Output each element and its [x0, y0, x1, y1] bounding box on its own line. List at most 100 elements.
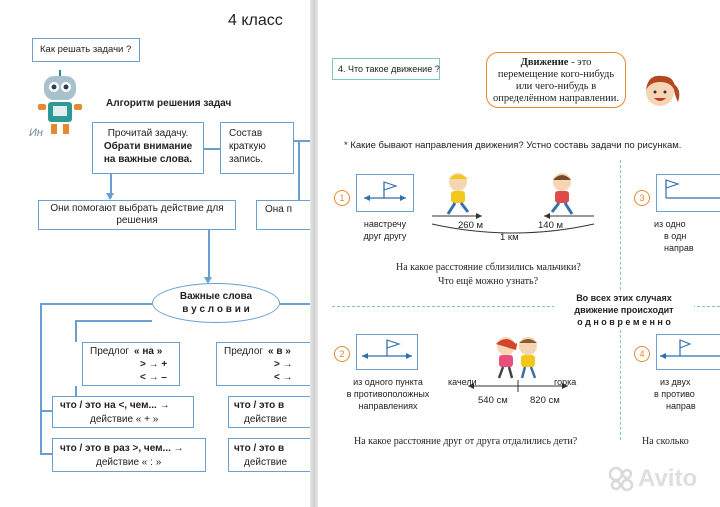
how-to-solve-box: [32, 38, 140, 62]
girl-icon: [646, 75, 680, 106]
slide-label: горка: [554, 377, 577, 387]
case1-caption-line2: друг другу: [363, 231, 407, 241]
connector: [294, 140, 310, 142]
definition-term: Движение: [520, 57, 569, 68]
case3-caption-line1: из одно: [654, 219, 686, 229]
children-icon: [496, 337, 537, 379]
prep-na-rule1: > → +: [140, 359, 168, 370]
connector: [40, 453, 52, 455]
definition-line3: или чего-нибудь в: [515, 81, 597, 92]
prep-na-box: [82, 342, 180, 386]
prep-v-label: Предлог: [224, 346, 264, 357]
arrow-down-icon: [106, 193, 114, 200]
case4-caption-line2: в противо: [654, 389, 695, 399]
compose-line1: Состав: [229, 128, 263, 139]
definition-rest: - это: [568, 57, 592, 68]
partial-box-text: Она п: [265, 204, 293, 215]
connector: [204, 148, 220, 150]
case1-number: 1: [334, 190, 350, 206]
what-more-box: [52, 396, 194, 428]
avito-wordmark: Avito: [638, 465, 698, 492]
boy-running-right-icon: [550, 173, 574, 215]
read-task-line2: Обрати внимание: [103, 141, 193, 152]
dist-left: 260 м: [458, 220, 484, 231]
simultaneous-line2: движение происходит: [554, 304, 694, 316]
partial-right-box-2: [228, 438, 310, 472]
case3-caption-line3: направ: [664, 243, 694, 253]
book-spine: [310, 0, 318, 507]
how-to-solve-label: Как решать задачи ?: [40, 44, 132, 55]
question-2: Что ещё можно узнать?: [438, 276, 539, 287]
definition-line1: Движение - это: [486, 57, 626, 69]
connector: [40, 410, 52, 412]
read-task-line3: на важные слова.: [103, 154, 193, 165]
dist2-left: 540 см: [478, 395, 508, 406]
divider: [620, 160, 621, 290]
robot-caption: Ин: [29, 127, 43, 139]
connector: [75, 320, 152, 322]
what-more-line1: что / это на <, чем... →: [60, 400, 170, 411]
partial-right2-line1: что / это в: [234, 443, 285, 454]
connector: [40, 303, 42, 453]
case4-arrows-icon: [660, 339, 720, 359]
section-title: 4. Что такое движение ?: [338, 64, 440, 74]
what-more-line2: действие « + »: [90, 414, 159, 425]
connector: [280, 303, 310, 305]
case3-caption-line2: в одн: [664, 231, 687, 241]
prep-na-rule2: < → –: [140, 372, 167, 383]
what-times-line2: действие « : »: [96, 457, 162, 468]
simultaneous-line3: о д н о в р е м е н н о: [554, 316, 694, 328]
partial-box: [256, 200, 310, 230]
keywords-ellipse: [152, 283, 280, 323]
partial-right-box-1: [228, 396, 310, 428]
avito-logo-icon: [608, 466, 634, 492]
prep-v-box: [216, 342, 310, 386]
connector: [298, 140, 300, 200]
case3-arrows-icon: [665, 179, 720, 199]
connector: [40, 303, 152, 305]
case1-arrows-icon: [364, 181, 406, 201]
boy-running-left-icon: [446, 173, 470, 215]
partial-right2-line2: действие: [244, 457, 288, 468]
question-4-partial: На сколько: [642, 436, 689, 447]
divider: [620, 330, 621, 440]
definition-bubble: [486, 52, 626, 108]
dist-right: 140 м: [538, 220, 564, 231]
prep-v-word: « в »: [268, 346, 291, 357]
right-page: 4. Что такое движение ? Движение - это п…: [318, 0, 720, 507]
partial-right1-line1: что / это в: [234, 400, 285, 411]
connector: [75, 386, 77, 398]
compose-line2: краткую: [229, 141, 266, 152]
help-choose-box: [38, 200, 236, 230]
case2-caption-line3: направлениях: [358, 401, 418, 411]
keywords-line1: Важные слова: [179, 291, 253, 302]
question-intro: * Какие бывают направления движения? Уст…: [344, 140, 682, 151]
definition-line2: перемещение кого-нибудь: [497, 69, 615, 80]
section-title-box: [332, 58, 440, 80]
divider: [332, 306, 720, 307]
case4-caption-line1: из двух: [660, 377, 691, 387]
definition-line4: определённом направлении.: [493, 93, 619, 104]
help-choose-text: Они помогают выбрать действие для решени…: [50, 203, 224, 226]
prep-na-label: Предлог: [90, 346, 130, 357]
prep-na-word: « на »: [134, 346, 163, 357]
what-times-line1: что / это в раз >, чем... →: [60, 443, 184, 454]
question-3: На какое расстояние друг от друга отдали…: [354, 436, 578, 447]
connector: [208, 230, 210, 280]
case1-diagram: [356, 174, 414, 212]
compose-box: [220, 122, 294, 174]
connector: [110, 174, 112, 198]
case2-distance-arrows: [468, 380, 568, 392]
read-task-line1: Прочитай задачу.: [107, 128, 189, 139]
read-task-box: [92, 122, 204, 174]
simultaneous-line1: Во всех этих случаях: [554, 292, 694, 304]
arrow-down-icon: [204, 277, 212, 284]
what-times-box: [52, 438, 206, 472]
prep-v-rule1: > →: [274, 359, 293, 370]
dist2-right: 820 см: [530, 395, 560, 406]
case2-caption-line1: из одного пункта: [353, 377, 423, 387]
case1-caption-line1: навстречу: [363, 219, 407, 229]
prep-v-rule2: < →: [274, 372, 293, 383]
case1-distance-arrows: [431, 213, 595, 234]
left-page: 4 класс Как решать задачи ? Ин Алгоритм …: [0, 0, 310, 507]
